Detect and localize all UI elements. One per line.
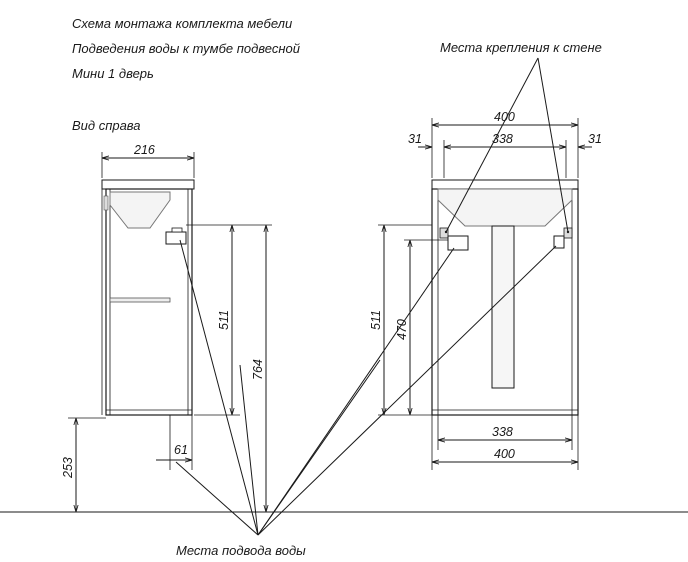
dim-front-470-label: 470	[395, 319, 409, 340]
side-basin	[109, 191, 171, 229]
side-hinge	[103, 195, 109, 211]
right-water-valve	[553, 235, 565, 249]
dim-front-511-label: 511	[369, 310, 383, 330]
wall-mounts-label: Места крепления к стене	[440, 40, 602, 55]
front-countertop	[431, 179, 579, 190]
side-shelf	[109, 297, 171, 303]
left-mount-bracket	[439, 227, 449, 239]
dim-offset-61-label: 61	[174, 443, 188, 457]
dim-left-31-label: 31	[408, 132, 422, 146]
dim-side-width-label: 216	[133, 143, 155, 157]
dim-floor-253-label: 253	[61, 457, 75, 479]
side-siphon	[165, 231, 187, 245]
wall-mount-leader-right	[537, 57, 570, 234]
water-inlets-label: Места подвода воды	[176, 543, 306, 558]
header-line-2: Подведения воды к тумбе подвесной	[72, 41, 300, 56]
left-water-valve	[447, 235, 469, 251]
front-drain-pipe	[491, 225, 515, 389]
dim-right-31-label: 31	[588, 132, 602, 146]
wall-mount-leader-left	[444, 57, 539, 234]
dim-front-top-400-label: 400	[494, 110, 515, 124]
header-line-3: Мини 1 дверь	[72, 66, 154, 81]
dim-bottom-338-label: 338	[492, 425, 513, 439]
side-view-label: Вид справа	[72, 118, 141, 133]
side-countertop	[101, 179, 195, 190]
dim-side-511-label: 511	[217, 310, 231, 330]
water-inlet-leaders	[175, 239, 557, 536]
dim-side-764-label: 764	[251, 359, 265, 380]
side-view: 216 511 764 253 61	[61, 143, 272, 512]
front-view: 400 338 31 31 511 470 338 400	[369, 110, 602, 470]
header-line-1: Схема монтажа комплекта мебели	[72, 16, 292, 31]
dim-bottom-400-label: 400	[494, 447, 515, 461]
front-basin	[437, 188, 573, 227]
